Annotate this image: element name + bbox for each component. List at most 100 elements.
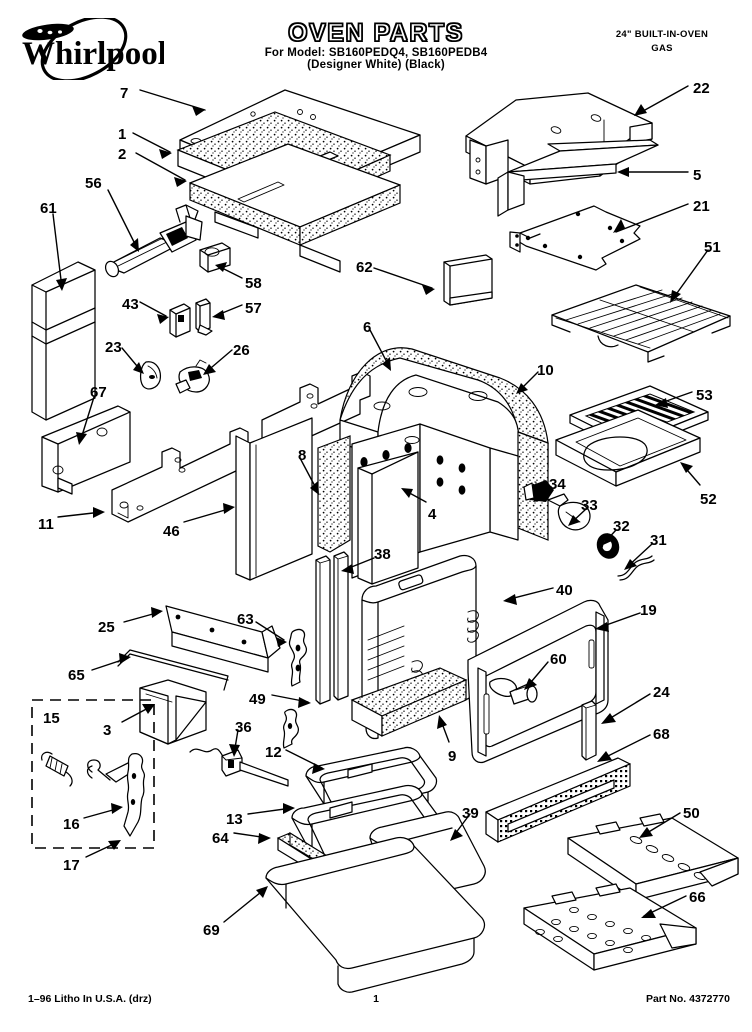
appliance-type-line1: 24" BUILT-IN-OVEN — [615, 29, 709, 40]
callout-38: 38 — [374, 546, 391, 563]
callout-52: 52 — [700, 491, 717, 508]
callout-3: 3 — [103, 722, 112, 739]
part-broiler-pan-52 — [555, 409, 701, 487]
appliance-type-line2: GAS — [651, 42, 673, 54]
callout-33: 33 — [581, 497, 598, 514]
model-line: For Model: SB160PEDQ4, SB160PEDB4 — [264, 47, 488, 60]
litho-info: 1–96 Litho In U.S.A. (drz) — [28, 993, 152, 1005]
whirlpool-logo: Whirlpool — [14, 18, 164, 80]
part-rail-67 — [41, 405, 131, 495]
callout-61: 61 — [40, 200, 57, 217]
part-group-box-17 — [31, 699, 155, 849]
callout-22: 22 — [693, 80, 710, 97]
callout-40: 40 — [556, 582, 573, 599]
part-lamp-bulb-33 — [547, 493, 591, 531]
part-trim-38 — [315, 551, 349, 705]
callout-19: 19 — [640, 602, 657, 619]
part-mounting-plate-21 — [509, 205, 641, 271]
callout-66: 66 — [689, 889, 706, 906]
callout-21: 21 — [693, 198, 710, 215]
callout-62: 62 — [356, 259, 373, 276]
color-line: (Designer White) (Black) — [307, 59, 445, 72]
part-panel-62 — [443, 254, 493, 306]
appliance-type: 24" BUILT-IN-OVEN GAS — [582, 28, 742, 56]
part-oven-liner-40 — [350, 554, 479, 740]
part-switch-26 — [175, 359, 210, 394]
part-bracket-57 — [195, 298, 213, 336]
part-trim-bar-25 — [165, 605, 281, 673]
callout-60: 60 — [550, 651, 567, 668]
callout-64: 64 — [212, 830, 229, 847]
leader-lines — [52, 85, 709, 923]
part-bracket-43 — [169, 303, 191, 338]
callout-56: 56 — [85, 175, 102, 192]
part-burner-plate-66 — [523, 883, 697, 971]
svg-text:Whirlpool: Whirlpool — [22, 36, 164, 72]
part-wire-31 — [617, 555, 655, 581]
part-drawer-box — [31, 261, 96, 421]
part-shelf-5 — [497, 139, 659, 217]
page-title: OVEN PARTS — [287, 19, 464, 47]
callout-26: 26 — [233, 342, 250, 359]
callout-39: 39 — [462, 805, 479, 822]
callout-17: 17 — [63, 857, 80, 874]
part-side-panel-46 — [235, 417, 313, 581]
title-block: OVEN PARTS For Model: SB160PEDQ4, SB160P… — [236, 19, 516, 72]
callout-34: 34 — [549, 476, 566, 493]
page-footer: 1–96 Litho In U.S.A. (drz) 1 Part No. 43… — [0, 993, 752, 1013]
part-sensor-36 — [189, 748, 289, 787]
callout-31: 31 — [650, 532, 667, 549]
callout-16: 16 — [63, 816, 80, 833]
callout-50: 50 — [683, 805, 700, 822]
callout-67: 67 — [90, 384, 107, 401]
callout-36: 36 — [235, 719, 252, 736]
part-oven-cavity — [317, 347, 549, 585]
callout-11: 11 — [38, 516, 54, 533]
part-clip-58 — [199, 242, 231, 273]
callout-9: 9 — [448, 748, 457, 765]
callout-65: 65 — [68, 667, 85, 684]
callout-25: 25 — [98, 619, 115, 636]
part-spring-15 — [40, 751, 73, 787]
callout-53: 53 — [696, 387, 713, 404]
callout-24: 24 — [653, 684, 670, 701]
callout-13: 13 — [226, 811, 243, 828]
page-number: 1 — [373, 993, 379, 1005]
part-insulation-lower — [189, 143, 401, 273]
part-bake-burner — [104, 204, 203, 278]
callout-51: 51 — [704, 239, 721, 256]
part-lamp-socket-34 — [523, 480, 554, 502]
callout-8: 8 — [298, 447, 307, 464]
part-burner-plate-50 — [567, 813, 739, 901]
part-door-frame-19 — [467, 599, 609, 764]
part-cam-23 — [139, 361, 162, 390]
callout-15: 15 — [43, 710, 60, 727]
part-filler-24 — [581, 700, 597, 761]
part-channel-3 — [139, 679, 207, 745]
callout-12: 12 — [265, 744, 282, 761]
part-latch-lever-16 — [86, 752, 146, 837]
callout-1: 1 — [118, 126, 127, 143]
callout-43: 43 — [122, 296, 139, 313]
part-outer-door-69 — [265, 836, 486, 993]
callout-63: 63 — [237, 611, 254, 628]
callout-46: 46 — [163, 523, 180, 540]
callout-58: 58 — [245, 275, 262, 292]
callout-49: 49 — [249, 691, 266, 708]
callout-57: 57 — [245, 300, 262, 317]
callout-10: 10 — [537, 362, 554, 379]
part-latch-63 — [288, 628, 308, 687]
part-oven-rack-51 — [551, 284, 731, 363]
callout-2: 2 — [118, 146, 127, 163]
callout-68: 68 — [653, 726, 670, 743]
callout-32: 32 — [613, 518, 630, 535]
part-vent-grille-68 — [485, 757, 631, 843]
callout-69: 69 — [203, 922, 220, 939]
callout-7: 7 — [120, 85, 129, 102]
callout-5: 5 — [693, 167, 702, 184]
callout-23: 23 — [105, 339, 122, 356]
part-number: Part No. 4372770 — [645, 993, 730, 1005]
callout-6: 6 — [363, 319, 372, 336]
